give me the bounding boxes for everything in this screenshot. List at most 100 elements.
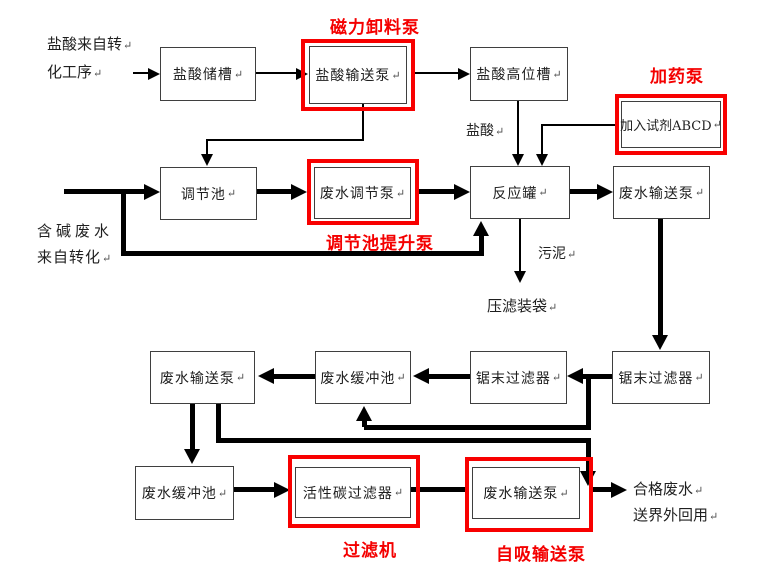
return-mark: ↵ bbox=[391, 68, 401, 82]
return-mark: ↵ bbox=[395, 186, 406, 200]
flow-line-main bbox=[274, 374, 315, 379]
flow-line-main bbox=[64, 189, 144, 194]
highlight-frame-wastewater-transfer-pump-3 bbox=[465, 457, 593, 532]
text-outlet: 合格废水↵ 送界外回用↵ bbox=[633, 477, 718, 529]
return-mark: ↵ bbox=[559, 486, 569, 500]
node-label: 废水输送泵 bbox=[483, 486, 559, 502]
flow-line-main bbox=[362, 419, 367, 427]
node-label: 盐酸储槽 bbox=[172, 67, 233, 83]
arrowhead-right bbox=[274, 482, 290, 498]
node-wastewater-buffer-tank-1: 废水缓冲池↵ bbox=[315, 351, 411, 404]
arrowhead-left bbox=[258, 368, 274, 384]
flow-line-main bbox=[190, 404, 195, 450]
arrowhead-down bbox=[652, 335, 668, 350]
node-label: 废水调节泵 bbox=[319, 186, 395, 202]
red-label-regulating-tank-lift-pump: 调节池提升泵 bbox=[326, 234, 434, 254]
arrowhead-right bbox=[611, 482, 627, 498]
node-label: 废水缓冲池 bbox=[141, 486, 217, 502]
node-label: 盐酸输送泵 bbox=[315, 68, 391, 84]
flow-line bbox=[541, 124, 616, 126]
arrowhead-left bbox=[567, 368, 583, 384]
node-label: 盐酸高位槽 bbox=[476, 67, 552, 83]
return-mark: ↵ bbox=[694, 186, 705, 199]
arrowhead-down bbox=[184, 449, 200, 464]
return-mark: ↵ bbox=[552, 67, 562, 81]
arrowhead-right bbox=[597, 184, 613, 200]
node-regulating-tank: 调节池↵ bbox=[160, 167, 257, 220]
flow-line-main bbox=[586, 379, 591, 427]
arrowhead-right bbox=[148, 68, 160, 80]
flow-line-main bbox=[586, 441, 591, 472]
node-sawdust-filter-left: 锯末过滤器↵ bbox=[470, 351, 567, 404]
text-sludge-flow-label: 污泥↵ bbox=[538, 246, 577, 262]
highlight-frame-hcl-transfer-pump bbox=[301, 39, 415, 111]
node-wastewater-transfer-pump-1: 废水输送泵↵ bbox=[613, 166, 710, 219]
arrowhead-right bbox=[291, 184, 307, 200]
flow-line-main bbox=[257, 189, 292, 194]
return-mark: ↵ bbox=[226, 187, 237, 200]
flow-line-main bbox=[479, 235, 484, 253]
flow-line bbox=[206, 139, 364, 141]
arrowhead-down bbox=[512, 154, 524, 166]
node-hcl-transfer-pump: 盐酸输送泵↵ bbox=[309, 46, 407, 104]
arrowhead-down bbox=[536, 154, 548, 166]
text-line: 盐酸来自转↵ bbox=[47, 35, 133, 53]
node-label: 活性碳过滤器 bbox=[302, 485, 393, 502]
highlight-frame-activated-carbon-filter bbox=[288, 455, 420, 528]
text-filter-press-bagging: 压滤装袋↵ bbox=[487, 297, 558, 315]
flow-line-main bbox=[216, 404, 221, 441]
arrowhead-right bbox=[144, 184, 160, 200]
flow-line-main bbox=[411, 487, 465, 492]
text-line: 来自转化↵ bbox=[37, 248, 112, 266]
node-hcl-head-tank: 盐酸高位槽↵ bbox=[470, 47, 568, 101]
red-label-filter-machine: 过滤机 bbox=[343, 541, 397, 561]
node-label: 调节池 bbox=[180, 186, 226, 203]
node-label: 废水缓冲池 bbox=[320, 370, 396, 387]
arrowhead-right bbox=[458, 68, 470, 80]
red-label-dosing-pump: 加药泵 bbox=[650, 67, 704, 87]
node-sawdust-filter-right: 锯末过滤器↵ bbox=[612, 351, 710, 404]
flow-line-main bbox=[593, 487, 611, 492]
text-line: 送界外回用↵ bbox=[633, 506, 719, 524]
flow-line-main bbox=[570, 189, 597, 194]
node-label: 反应罐 bbox=[492, 185, 538, 202]
red-label-magnetic-unloading-pump: 磁力卸料泵 bbox=[330, 18, 420, 38]
red-label-self-priming-transfer-pump: 自吸输送泵 bbox=[496, 545, 586, 565]
return-mark: ↵ bbox=[538, 186, 548, 199]
text-line: 含碱废水 bbox=[37, 222, 114, 240]
text-line: 合格废水↵ bbox=[633, 480, 704, 498]
arrowhead-down bbox=[514, 271, 526, 283]
return-mark: ↵ bbox=[694, 371, 704, 384]
node-label: 锯末过滤器 bbox=[618, 370, 694, 387]
flow-line-main bbox=[583, 374, 612, 379]
flow-line bbox=[206, 141, 208, 155]
flow-line bbox=[517, 101, 519, 154]
node-wastewater-transfer-pump-3: 废水输送泵↵ bbox=[472, 467, 580, 519]
flow-line-main bbox=[216, 438, 591, 443]
flow-line-main bbox=[121, 251, 484, 256]
node-hcl-storage: 盐酸储槽↵ bbox=[160, 47, 256, 101]
node-reagent-dosing: 加入试剂ABCD↵ bbox=[620, 101, 722, 148]
text-hcl-source: 盐酸来自转↵ 化工序↵ bbox=[47, 31, 132, 87]
flow-line bbox=[133, 72, 149, 74]
arrowhead-up bbox=[356, 406, 372, 421]
node-label: 废水输送泵 bbox=[618, 185, 694, 202]
node-wastewater-transfer-pump-2: 废水输送泵↵ bbox=[150, 351, 255, 404]
return-mark: ↵ bbox=[551, 371, 562, 384]
return-mark: ↵ bbox=[233, 67, 244, 81]
flow-line-main bbox=[364, 425, 591, 430]
highlight-frame-reagent-dosing bbox=[615, 94, 727, 155]
node-reactor: 反应罐↵ bbox=[470, 166, 570, 219]
flow-line-main bbox=[121, 191, 126, 256]
return-mark: ↵ bbox=[393, 486, 404, 499]
return-mark: ↵ bbox=[712, 118, 722, 131]
node-wastewater-buffer-tank-2: 废水缓冲池↵ bbox=[135, 466, 234, 520]
flow-line-main bbox=[234, 487, 274, 492]
flow-line bbox=[256, 72, 298, 74]
flow-line bbox=[519, 219, 521, 271]
flow-line-main bbox=[429, 374, 470, 379]
return-mark: ↵ bbox=[217, 486, 228, 500]
arrowhead-right bbox=[454, 184, 470, 200]
flow-line-main bbox=[658, 219, 663, 335]
